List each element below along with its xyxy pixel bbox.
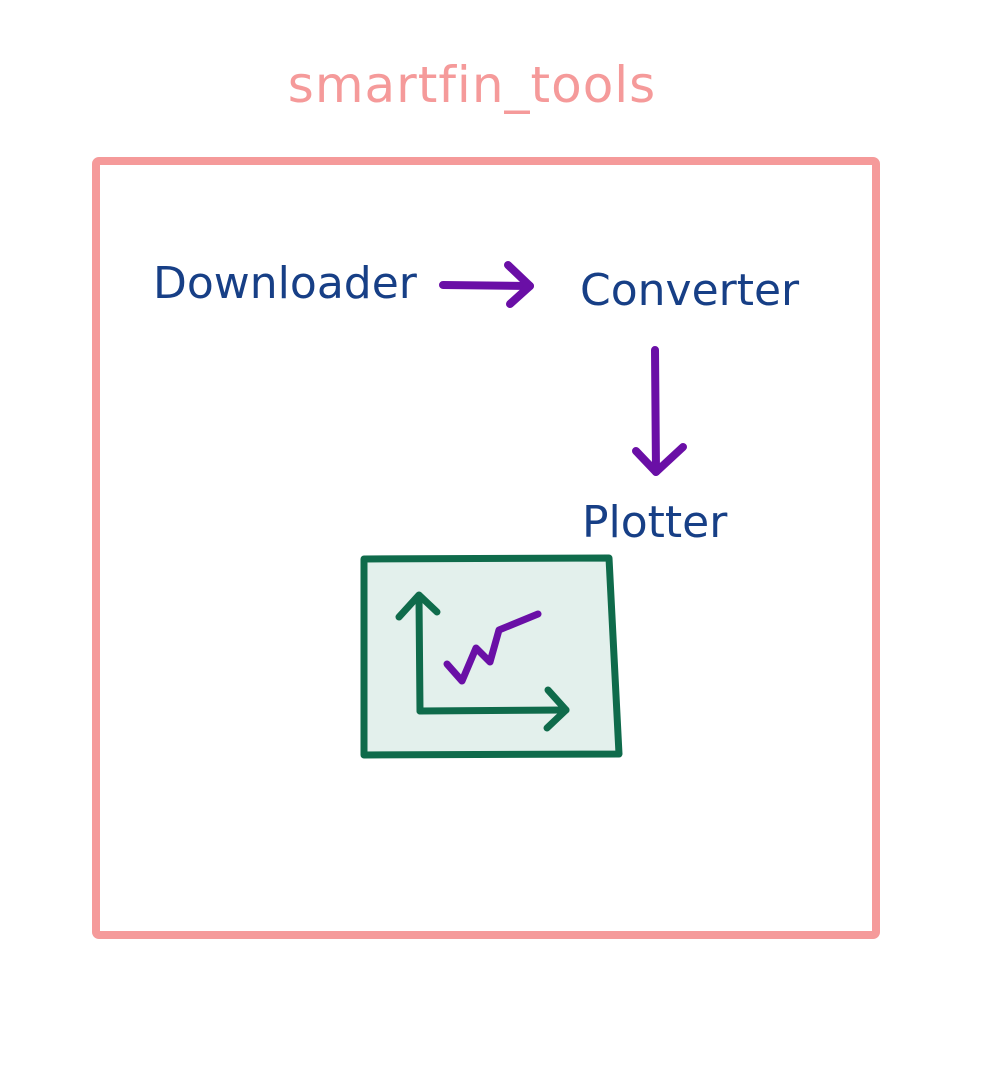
- diagram-title: smartfin_tools: [288, 56, 656, 114]
- node-downloader: Downloader: [153, 258, 418, 309]
- arrow-converter-to-plotter: [632, 346, 687, 476]
- line-chart-icon: [360, 554, 623, 759]
- package-frame: [92, 157, 880, 939]
- node-plotter: Plotter: [582, 497, 728, 548]
- plot-axes: [395, 591, 570, 732]
- node-converter: Converter: [580, 265, 800, 316]
- arrow-downloader-to-converter: [439, 261, 534, 308]
- plot-series-line: [443, 610, 542, 685]
